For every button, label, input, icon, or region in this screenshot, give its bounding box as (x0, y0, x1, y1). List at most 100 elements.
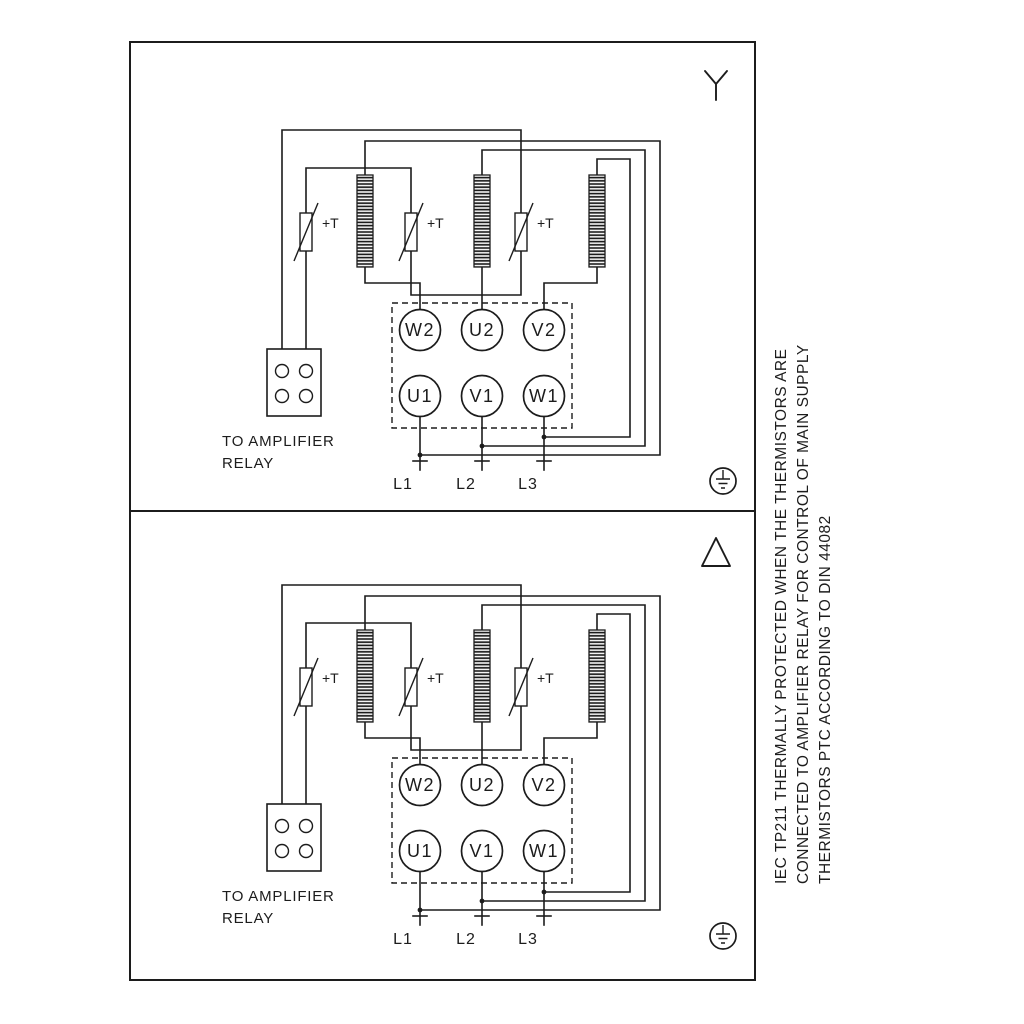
terminal-circle (522, 374, 566, 418)
supply-label-l2: L2 (456, 476, 476, 493)
terminal-w2: W2 (398, 308, 442, 352)
thermistor-label: +T (427, 670, 444, 686)
supply-label-l2: L2 (456, 931, 476, 948)
relay-contact (298, 818, 314, 834)
earth-ground-icon (709, 467, 737, 495)
side-note-line-2: CONNECTED TO AMPLIFIER RELAY FOR CONTROL… (795, 344, 812, 884)
thermistor-1: +T (293, 657, 339, 717)
terminal-label-u1: U1 (407, 386, 433, 406)
wire-relay-to-thermistor3 (281, 584, 522, 821)
thermistor-strike (508, 657, 534, 717)
thermistor-strike (508, 202, 534, 262)
motor-winding-coil-1 (356, 629, 374, 723)
wire-coil1-to-w2 (364, 266, 421, 310)
thermistor-label: +T (537, 670, 554, 686)
relay-contact (274, 818, 290, 834)
junction-dot (479, 898, 485, 904)
relay-contact (298, 363, 314, 379)
delta-connection-icon (701, 537, 731, 567)
terminal-label-w1: W1 (529, 386, 559, 406)
terminal-u2: U2 (460, 308, 504, 352)
terminal-box (391, 302, 573, 429)
supply-label-l3: L3 (518, 476, 538, 493)
star-connection-icon (704, 70, 728, 101)
panel-wiring (281, 129, 661, 471)
terminal-circle (460, 763, 504, 807)
ground-glyph (716, 925, 730, 944)
terminal-v1: V1 (460, 374, 504, 418)
thermistor-label: +T (427, 215, 444, 231)
wire-coil1-to-w2 (364, 721, 421, 765)
thermistor-strike (398, 202, 424, 262)
wire-coil2-return (481, 149, 646, 447)
thermistor-strike (293, 202, 319, 262)
motor-winding-coil-3 (588, 174, 606, 268)
terminal-circle (398, 308, 442, 352)
wire-coil3-return (543, 613, 631, 893)
supply-label-l1: L1 (393, 476, 413, 493)
relay-contact (274, 843, 290, 859)
ground-circle (709, 467, 737, 495)
side-note: IEC TP211 THERMALLY PROTECTED WHEN THE T… (773, 344, 834, 884)
terminal-u1: U1 (398, 829, 442, 873)
terminal-w2: W2 (398, 763, 442, 807)
relay-contact (298, 388, 314, 404)
ground-glyph (716, 470, 730, 489)
side-note-line-3: THERMISTORS PTC ACCORDING TO DIN 44082 (817, 515, 834, 884)
junction-dot (541, 889, 547, 895)
terminal-circle (398, 763, 442, 807)
relay-label-line2: RELAY (222, 910, 274, 927)
wire-coil3-return (543, 158, 631, 438)
relay-terminal-block (266, 803, 322, 872)
thermistor-1: +T (293, 202, 339, 262)
motor-winding-coil-3 (588, 629, 606, 723)
supply-label-l1: L1 (393, 931, 413, 948)
thermistor-3: +T (508, 657, 554, 717)
delta-panel: +T +T +T W2 U2 V2 U1 (222, 584, 737, 950)
wire-thermistor1-2-bridge (305, 167, 412, 214)
terminal-label-u2: U2 (469, 320, 495, 340)
terminal-circle (522, 763, 566, 807)
terminal-w1: W1 (522, 829, 566, 873)
wire-thermistor2-3-bridge (410, 705, 522, 751)
terminal-label-w1: W1 (529, 841, 559, 861)
relay-label-line2: RELAY (222, 455, 274, 472)
junction-dot (417, 452, 423, 458)
supply-label-l3: L3 (518, 931, 538, 948)
thermistor-2: +T (398, 657, 444, 717)
terminal-label-u1: U1 (407, 841, 433, 861)
wire-relay-to-thermistor3 (281, 129, 522, 366)
thermistor-label: +T (537, 215, 554, 231)
relay-label-line1: TO AMPLIFIER (222, 888, 335, 905)
relay-contact (298, 843, 314, 859)
side-note-line-1: IEC TP211 THERMALLY PROTECTED WHEN THE T… (773, 349, 790, 884)
terminal-v1: V1 (460, 829, 504, 873)
thermistor-strike (293, 657, 319, 717)
relay-contact (274, 388, 290, 404)
terminal-circle (398, 829, 442, 873)
wire-coil1-return (364, 595, 661, 911)
thermistor-label: +T (322, 670, 339, 686)
relay-terminal-block (266, 348, 322, 417)
panel-wiring (281, 584, 661, 926)
wire-thermistor1-2-bridge (305, 622, 412, 669)
motor-winding-coil-2 (473, 629, 491, 723)
terminal-circle (522, 308, 566, 352)
terminal-u1: U1 (398, 374, 442, 418)
star-panel: +T +T +T W2 U2 V2 U1 (222, 129, 737, 495)
relay-label-line1: TO AMPLIFIER (222, 433, 335, 450)
terminal-label-v1: V1 (469, 841, 494, 861)
terminal-label-w2: W2 (405, 775, 435, 795)
terminal-label-v2: V2 (531, 320, 556, 340)
relay-box (266, 803, 322, 872)
junction-dot (417, 907, 423, 913)
terminal-label-u2: U2 (469, 775, 495, 795)
wire-coil1-return (364, 140, 661, 456)
wire-coil3-to-v2 (543, 721, 598, 765)
earth-ground-icon (709, 922, 737, 950)
motor-winding-coil-2 (473, 174, 491, 268)
wire-coil3-to-v2 (543, 266, 598, 310)
thermistor-strike (398, 657, 424, 717)
thermistor-label: +T (322, 215, 339, 231)
